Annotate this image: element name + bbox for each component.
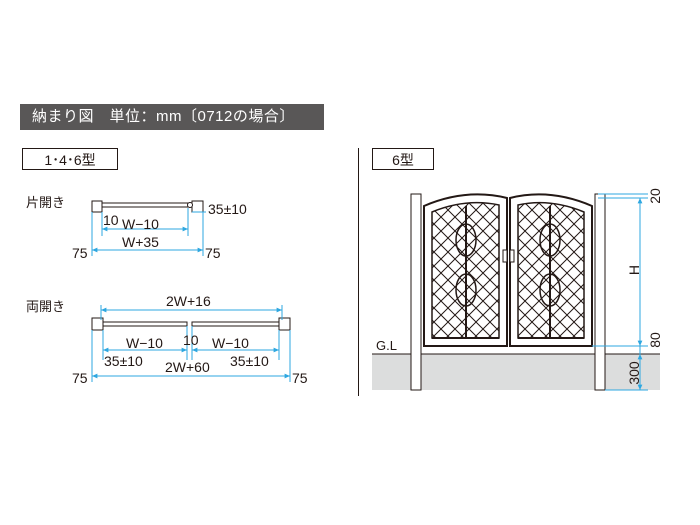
single-inner-text: W−10 [122,216,159,232]
dim-height-text: H [626,265,642,275]
double-left-tolerance-text: 35±10 [104,353,143,369]
double-right-inner-text: W−10 [212,335,249,351]
single-tolerance-text: 35±10 [208,201,247,217]
dim-bottom-gap-text: 80 [647,332,663,348]
double-center-gap-text: 10 [183,332,199,348]
left-panel-label: 1･4･6型 [22,148,118,170]
diagram-title: 納まり図 単位：mm〔0712の場合〕 [20,104,324,130]
left-post [410,193,422,391]
double-left-inner-text: W−10 [126,335,163,351]
single-swing-label: 片開き [26,195,66,210]
single-swing-plan: 10 W−10 35±10 W+35 75 75 [72,200,247,261]
double-left-leaf [102,321,188,327]
single-gate-leaf [101,202,189,208]
right-handle [509,249,515,263]
double-swing-plan: 2W+16 W−10 10 W−10 35±10 2W+60 35±10 75 … [72,293,308,386]
double-right-tolerance-text: 35±10 [230,353,269,369]
right-post [594,193,606,391]
single-left-post-text: 75 [72,245,88,261]
double-swing-label: 両開き [26,299,66,314]
left-handle [502,249,508,263]
dim-top-text: 20 [647,188,663,204]
single-gap-text: 10 [103,212,119,228]
single-left-post [91,200,103,213]
single-latch [187,202,193,208]
double-total-text: 2W+60 [165,359,210,375]
single-right-post [191,200,204,213]
double-right-leaf [191,321,280,327]
double-right-post-text: 75 [292,370,308,386]
ground-label: G.L [376,338,397,353]
double-top-text: 2W+16 [166,293,211,309]
gate-elevation: G.L 20 H 80 300 [372,188,663,391]
right-panel-label: 6型 [372,148,434,170]
single-right-post-text: 75 [205,245,221,261]
double-left-post-text: 75 [72,370,88,386]
single-total-text: W+35 [122,234,159,250]
double-right-post [278,317,291,331]
dim-embed-text: 300 [626,361,642,385]
panel-divider [358,148,359,396]
